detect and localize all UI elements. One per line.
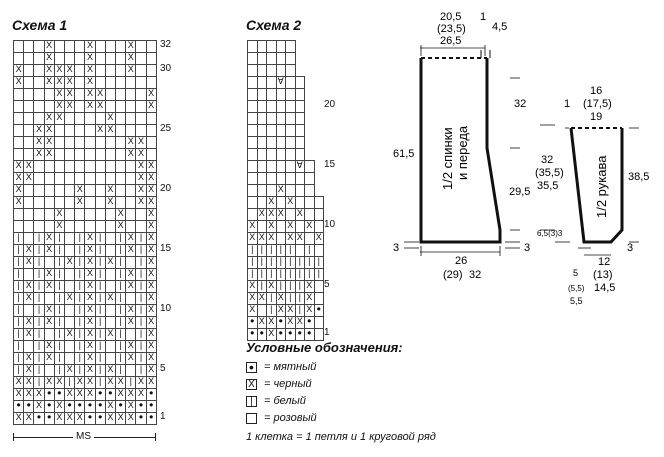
chart-cell: • (145, 411, 157, 425)
row-number-label: 15 (324, 159, 336, 170)
sleeve-piece (569, 127, 624, 244)
bottom-rib-left: 3 (393, 242, 399, 254)
legend-symbol: X (246, 378, 257, 390)
sleeve-inc-3: 5,5 (570, 296, 583, 306)
row-number-label: 5 (160, 363, 166, 374)
row-number-label: 15 (160, 243, 172, 254)
row-number-label: 10 (160, 303, 172, 314)
row-number-label: 30 (160, 63, 172, 74)
sleeve-cap-1: 1 (564, 98, 570, 110)
row-number-label: 20 (160, 183, 172, 194)
sleeve-inc-1: 5 (573, 268, 578, 278)
sleeve-inc-2: (5,5) (568, 284, 585, 293)
row-number-label: 32 (160, 39, 172, 50)
legend-text: = черный (264, 378, 312, 390)
neck-1: 1 (480, 11, 486, 23)
bottom-width-1: 26 (455, 255, 467, 267)
legend-item: • = мятный (246, 360, 317, 374)
body-label-1: 1/2 спинки (440, 127, 455, 190)
chart-cell (313, 328, 324, 341)
sleeve-top-1: 16 (590, 85, 602, 97)
body-label-2: и переда (455, 125, 470, 180)
hem-small: 6,5(3)3 (537, 229, 563, 238)
legend-item: | = белый (246, 395, 306, 407)
legend-symbol: | (246, 395, 257, 407)
shoulder-height: 32 (514, 98, 526, 110)
legend-item: X = черный (246, 378, 312, 390)
sleeve-label: 1/2 рукава (594, 155, 609, 218)
dimension-lines (404, 45, 639, 256)
waist-2: (35,5) (535, 167, 564, 179)
legend-item: = розовый (246, 412, 317, 424)
row-number-label: 1 (324, 327, 330, 338)
row-number-label: 10 (324, 219, 336, 230)
legend-text: = мятный (264, 361, 317, 373)
bottom-width-3: 32 (469, 269, 481, 281)
top-width-1: 20,5 (440, 11, 461, 23)
scheme1-title: Схема 1 (12, 17, 68, 33)
scheme2-title: Схема 2 (246, 17, 302, 33)
top-width-2: (23,5) (437, 23, 466, 35)
bottom-rib-right: 3 (524, 242, 530, 254)
neck-2: 4,5 (492, 21, 507, 33)
row-number-label: 20 (324, 99, 336, 110)
legend-note: 1 клетка = 1 петля и 1 круговой ряд (246, 431, 436, 443)
legend-title: Условные обозначения: (246, 340, 403, 355)
sleeve-top-2: (17,5) (583, 98, 612, 110)
sleeve-height: 38,5 (628, 171, 649, 183)
row-number-label: 5 (324, 279, 330, 290)
total-height: 61,5 (393, 148, 414, 160)
bottom-width-2: (29) (443, 269, 463, 281)
legend-symbol: • (246, 360, 257, 374)
legend-text: = белый (264, 395, 306, 407)
legend-text: = розовый (264, 412, 317, 424)
waist-1: 32 (541, 154, 553, 166)
scheme1-repeat-marker: MS (13, 431, 156, 442)
sleeve-top-3: 19 (590, 111, 602, 123)
repeat-label: MS (73, 431, 94, 442)
sleeve-bottom-3: 14,5 (594, 282, 615, 294)
sleeve-bottom-2: (13) (593, 269, 613, 281)
sleeve-rib: 3 (627, 242, 633, 254)
body-piece (419, 50, 502, 244)
waist-3: 35,5 (537, 180, 558, 192)
legend-symbol (246, 412, 257, 424)
row-number-label: 25 (160, 123, 172, 134)
side-height: 29,5 (509, 186, 530, 198)
top-width-3: 26,5 (440, 35, 461, 47)
row-number-label: 1 (160, 411, 166, 422)
sleeve-bottom-1: 12 (598, 256, 610, 268)
